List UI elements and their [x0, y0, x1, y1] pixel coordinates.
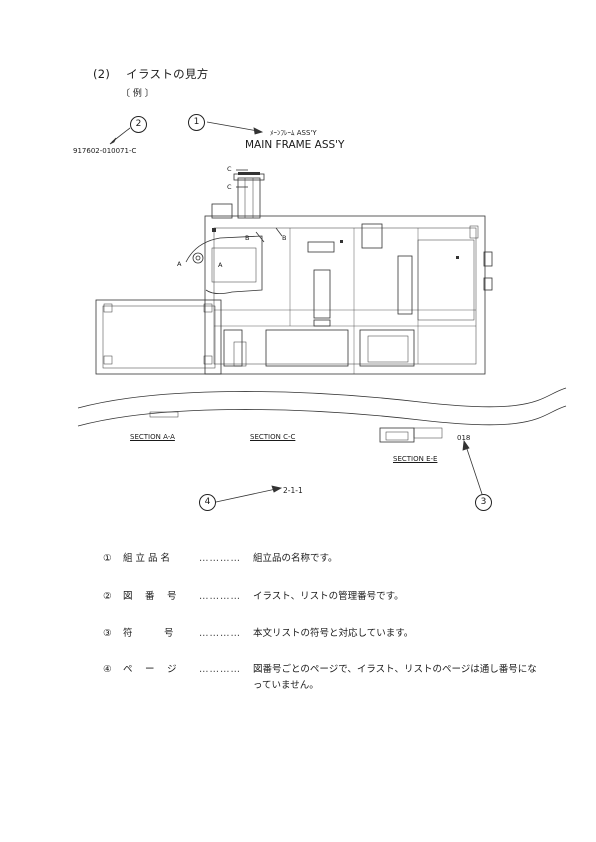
- legend-leader-dots: …………: [199, 591, 241, 602]
- legend-description: 図番号ごとのページで、イラスト、リストのページは通し番号になっていません。: [253, 664, 537, 691]
- example-label: 〔 例 〕: [121, 89, 154, 99]
- section-label-ee: SECTION E-E: [393, 455, 438, 463]
- callout-1-arrowhead: [253, 127, 264, 135]
- legend-term: 図 番 号: [123, 591, 177, 602]
- legend-term: 組 立 品 名: [123, 553, 171, 564]
- view-label-b-left: B: [245, 234, 250, 242]
- main-frame-outline: [204, 215, 486, 375]
- callout-1-circle: 1: [188, 114, 205, 131]
- duct: [185, 235, 263, 294]
- break-line-upper: [77, 387, 567, 409]
- section-title: イラストの見方: [126, 67, 209, 81]
- callout-4-leader: [215, 488, 277, 503]
- callout-3-circle: 3: [475, 494, 492, 511]
- left-extension-frame: [95, 299, 222, 375]
- legend-mark: ②: [103, 591, 112, 602]
- section-label-aa: SECTION A-A: [130, 433, 175, 441]
- legend-leader-dots: …………: [199, 628, 241, 639]
- callout-2-circle: 2: [130, 116, 147, 133]
- legend-mark: ④: [103, 664, 112, 675]
- view-label-b-right: B: [282, 234, 287, 242]
- legend-term: 符 号: [123, 628, 174, 639]
- section-heading: (2) イラストの見方: [93, 66, 209, 82]
- page-number-label: 2-1-1: [283, 486, 303, 495]
- break-line-lower: [77, 405, 567, 427]
- column-structure: [313, 269, 331, 319]
- view-label-a-left: A: [177, 260, 182, 268]
- legend-description: イラスト、リストの管理番号です。: [253, 591, 404, 602]
- callout-3-arrowhead: [462, 439, 470, 451]
- legend-description: 本文リストの符号と対応しています。: [253, 628, 414, 639]
- callout-4-circle: 4: [199, 494, 216, 511]
- legend-item-symbol: ③ 符 号 ………… 本文リストの符号と対応しています。: [103, 626, 543, 642]
- drawing-number: 917602-010071-C: [73, 147, 137, 155]
- legend-leader-dots: …………: [199, 553, 241, 564]
- callout-3-leader: [465, 445, 483, 495]
- legend-mark: ③: [103, 628, 112, 639]
- lower-box: [359, 329, 415, 367]
- legend-mark: ①: [103, 553, 112, 564]
- callout-1-leader: [206, 121, 259, 132]
- section-label-cc: SECTION C-C: [250, 433, 296, 441]
- assembly-name-jp: ﾒｰﾝﾌﾚｰﾑ ASS'Y: [270, 129, 317, 137]
- callout-2-arrowhead: [109, 137, 117, 145]
- view-label-a-right: A: [218, 261, 223, 269]
- legend-term: ペ ー ジ: [123, 664, 177, 675]
- legend-description: 組立品の名称です。: [253, 553, 338, 564]
- view-label-c-top: C: [227, 165, 232, 173]
- assembly-name-en: MAIN FRAME ASS'Y: [245, 139, 345, 151]
- legend-item-assembly-name: ① 組 立 品 名 ………… 組立品の名称です。: [103, 551, 543, 567]
- view-label-c-bottom: C: [227, 183, 232, 191]
- section-number: (2): [93, 67, 111, 81]
- legend-item-page: ④ ペ ー ジ ………… 図番号ごとのページで、イラスト、リストのページは通し番号にな…: [103, 662, 543, 694]
- part-symbol: 018: [457, 434, 471, 442]
- callout-4-arrowhead: [271, 485, 283, 493]
- legend-item-drawing-number: ② 図 番 号 ………… イラスト、リストの管理番号です。: [103, 589, 543, 605]
- legend-leader-dots: …………: [199, 664, 241, 675]
- upper-tower: [237, 177, 261, 219]
